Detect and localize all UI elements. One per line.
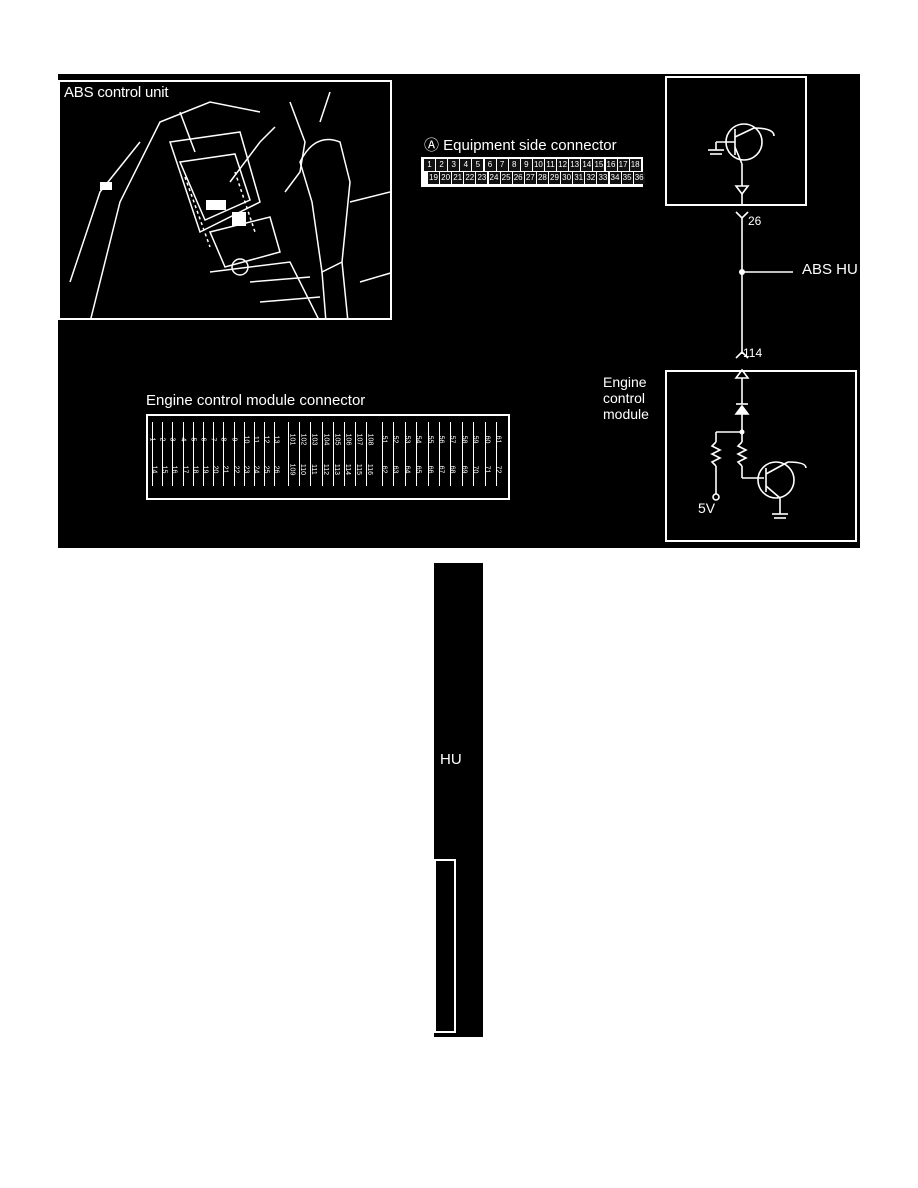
ecm-pin-column bbox=[344, 422, 354, 486]
equipment-pin: 1 bbox=[424, 159, 435, 171]
equipment-pin: 14 bbox=[581, 159, 593, 171]
ecm-side-line-2: control bbox=[603, 390, 646, 406]
ecm-pin-column bbox=[192, 422, 203, 486]
continuation-strip: HU bbox=[434, 563, 483, 1037]
ecm-pin-column bbox=[496, 422, 506, 486]
equipment-pin: 26 bbox=[512, 172, 524, 184]
voltage-5v-label: 5V bbox=[698, 500, 716, 516]
pin-26-label: 26 bbox=[748, 214, 762, 228]
ecm-pin-column bbox=[366, 422, 376, 486]
equipment-pin: 32 bbox=[585, 172, 597, 184]
equipment-pin: 23 bbox=[476, 172, 488, 184]
ecm-pin-column bbox=[288, 422, 298, 486]
equipment-pin: 27 bbox=[524, 172, 536, 184]
diagram-panel: ABS control unit Ⓐ Equipment side connec… bbox=[58, 74, 860, 548]
equipment-pin: 20 bbox=[440, 172, 452, 184]
equipment-pin: 18 bbox=[629, 159, 641, 171]
equipment-pin: 6 bbox=[484, 159, 496, 171]
abs-control-unit-label: ABS control unit bbox=[64, 84, 169, 101]
ecm-pin-column bbox=[332, 422, 343, 486]
equipment-pin: 5 bbox=[472, 159, 484, 171]
strip-hu-label: HU bbox=[440, 751, 462, 768]
equipment-side-connector-label: Ⓐ Equipment side connector bbox=[424, 137, 617, 154]
ecm-connector-label: Engine control module connector bbox=[146, 392, 366, 409]
ecm-pin-column bbox=[355, 422, 365, 486]
ecm-pin-column bbox=[404, 422, 415, 486]
ecm-pin-column bbox=[299, 422, 309, 486]
ecm-pin-column bbox=[484, 422, 495, 486]
equipment-pin: 12 bbox=[557, 159, 569, 171]
equipment-pin: 17 bbox=[617, 159, 629, 171]
equipment-pin: 11 bbox=[545, 159, 556, 171]
ecm-pin-column bbox=[233, 422, 244, 486]
ecm-pin-column bbox=[416, 422, 426, 486]
equipment-pin: 2 bbox=[436, 159, 448, 171]
ecm-pin-column bbox=[172, 422, 182, 486]
ecm-side-line-3: module bbox=[603, 406, 649, 422]
ecm-pin-column bbox=[152, 422, 162, 486]
ecm-pin-column bbox=[223, 422, 233, 486]
equipment-pin: 3 bbox=[448, 159, 460, 171]
ecm-pin-column bbox=[393, 422, 403, 486]
ecm-pin-column bbox=[162, 422, 172, 486]
equipment-pin: 22 bbox=[464, 172, 476, 184]
ecm-pin-column bbox=[213, 422, 223, 486]
equipment-pin: 21 bbox=[452, 172, 464, 184]
equipment-pin: 28 bbox=[536, 172, 548, 184]
equipment-pin: 15 bbox=[593, 159, 605, 171]
ecm-pin-column bbox=[264, 422, 274, 486]
abs-unit-photo: ABS control unit bbox=[58, 80, 392, 320]
equipment-pin: 30 bbox=[561, 172, 573, 184]
ecm-pin-column bbox=[382, 422, 392, 486]
equipment-pin: 19 bbox=[428, 172, 439, 184]
equipment-pin: 36 bbox=[633, 172, 645, 184]
pin-114-label: 114 bbox=[743, 346, 763, 360]
ecm-pin-column bbox=[427, 422, 438, 486]
equipment-pin: 29 bbox=[549, 172, 560, 184]
ecm-pin-column bbox=[203, 422, 213, 486]
ecm-pin-column bbox=[274, 422, 284, 486]
equipment-pin: 35 bbox=[621, 172, 633, 184]
equipment-pin: 13 bbox=[569, 159, 581, 171]
equipment-pin: 4 bbox=[460, 159, 472, 171]
ecm-side-label: Engine control module bbox=[603, 374, 649, 422]
abs-hu-label: ABS HU bbox=[802, 261, 858, 278]
equipment-pin: 24 bbox=[488, 172, 500, 184]
wiring-schematic bbox=[708, 123, 807, 519]
strip-box bbox=[434, 859, 456, 1033]
ecm-pin-column bbox=[439, 422, 449, 486]
equipment-pin: 10 bbox=[532, 159, 544, 171]
equipment-pin: 7 bbox=[496, 159, 508, 171]
ecm-pin-column bbox=[473, 422, 483, 486]
abs-unit-illustration bbox=[69, 91, 390, 318]
ecm-pin-column bbox=[182, 422, 193, 486]
ecm-side-line-1: Engine bbox=[603, 374, 647, 390]
equipment-pin: 25 bbox=[500, 172, 512, 184]
ecm-pin-column bbox=[461, 422, 472, 486]
ecm-pin-column bbox=[450, 422, 460, 486]
ecm-box bbox=[665, 370, 857, 542]
equipment-pin: 34 bbox=[609, 172, 621, 184]
ecm-pin-column bbox=[310, 422, 320, 486]
equipment-pin: 16 bbox=[605, 159, 617, 171]
equipment-pin: 31 bbox=[573, 172, 585, 184]
ecm-pin-column bbox=[321, 422, 332, 486]
abs-hu-box bbox=[665, 76, 807, 206]
ecm-pin-column bbox=[243, 422, 254, 486]
equipment-pin: 8 bbox=[508, 159, 520, 171]
equipment-pin: 9 bbox=[520, 159, 532, 171]
equipment-pin: 33 bbox=[597, 172, 609, 184]
ecm-pin-column bbox=[254, 422, 264, 486]
